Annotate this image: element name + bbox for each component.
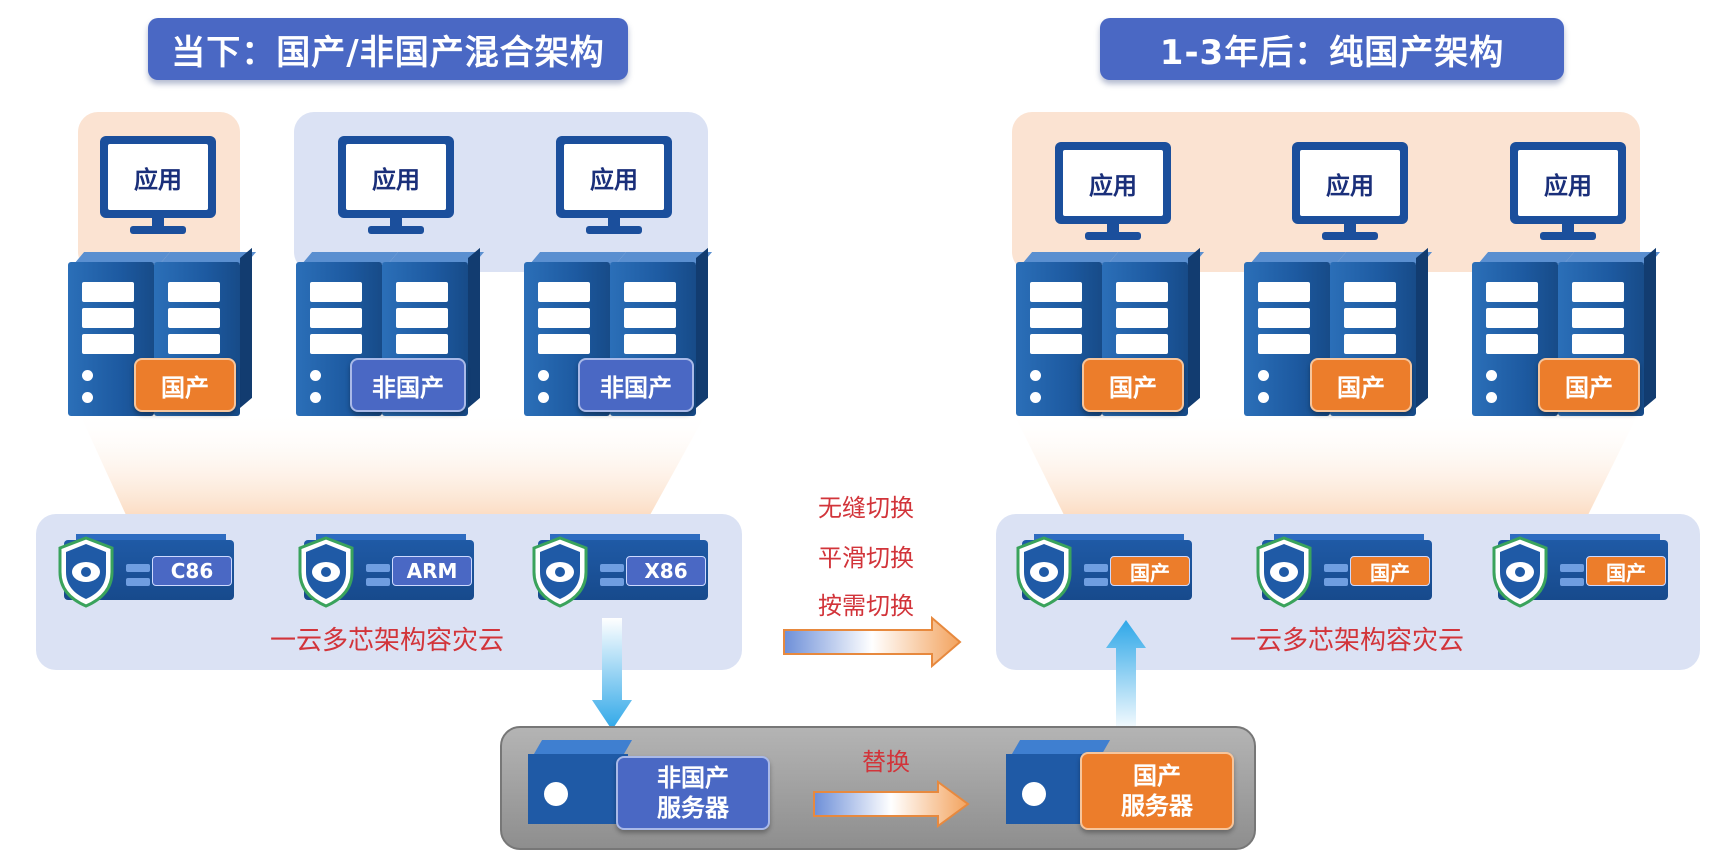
right-title-banner: 1-3年后：纯国产架构 xyxy=(1100,18,1564,80)
monitor-icon: 应用 xyxy=(1055,142,1171,242)
domestic-badge: 国产 xyxy=(134,358,236,412)
replace-arrow-icon xyxy=(813,780,970,828)
app-label: 应用 xyxy=(346,144,446,210)
monitor-icon: 应用 xyxy=(100,136,216,236)
app-label: 应用 xyxy=(1300,150,1400,216)
old-server-icon xyxy=(528,740,633,830)
domestic-badge: 国产 xyxy=(1082,358,1184,412)
replace-label: 替换 xyxy=(862,748,910,776)
left-cone-gradient xyxy=(78,410,708,515)
appliance-chip: 国产 xyxy=(1110,556,1190,586)
switch-label-seamless: 无缝切换 xyxy=(818,494,914,522)
appliance-chip: 国产 xyxy=(1350,556,1430,586)
cloud-shield-icon xyxy=(1256,536,1312,608)
cloud-shield-icon xyxy=(532,536,588,608)
cloud-appliance: X86 xyxy=(530,534,710,608)
cloud-appliance: ARM xyxy=(296,534,476,608)
left-title-banner: 当下：国产/非国产混合架构 xyxy=(148,18,628,80)
non-domestic-badge: 非国产 xyxy=(350,358,466,412)
domestic-badge: 国产 xyxy=(1538,358,1640,412)
cloud-shield-icon xyxy=(1016,536,1072,608)
arrow-down-icon xyxy=(592,618,632,730)
monitor-icon: 应用 xyxy=(556,136,672,236)
cloud-shield-icon xyxy=(298,536,354,608)
switch-label-smooth: 平滑切换 xyxy=(818,544,914,572)
switch-label-ondemand: 按需切换 xyxy=(818,592,914,620)
app-label: 应用 xyxy=(1518,150,1618,216)
app-label: 应用 xyxy=(108,144,208,210)
monitor-icon: 应用 xyxy=(1510,142,1626,242)
cloud-appliance: C86 xyxy=(56,534,236,608)
monitor-icon: 应用 xyxy=(1292,142,1408,242)
new-server-line2: 服务器 xyxy=(1121,792,1193,820)
domestic-badge: 国产 xyxy=(1310,358,1412,412)
server-tower-icon xyxy=(296,247,485,416)
old-server-line2: 服务器 xyxy=(657,794,729,822)
right-cloud-label: 一云多芯架构容灾云 xyxy=(1230,626,1465,656)
cloud-appliance: 国产 xyxy=(1254,534,1434,608)
app-label: 应用 xyxy=(1063,150,1163,216)
cloud-appliance: 国产 xyxy=(1490,534,1670,608)
appliance-chip: X86 xyxy=(626,556,706,586)
old-server-line1: 非国产 xyxy=(657,764,729,792)
new-server-badge: 国产 服务器 xyxy=(1080,752,1234,830)
non-domestic-badge: 非国产 xyxy=(578,358,694,412)
arrow-up-icon xyxy=(1106,620,1146,734)
appliance-chip: C86 xyxy=(152,556,232,586)
right-cone-gradient xyxy=(1012,410,1640,515)
old-server-badge: 非国产 服务器 xyxy=(616,756,770,830)
server-tower-icon xyxy=(68,247,257,416)
left-title: 当下：国产/非国产混合架构 xyxy=(171,32,605,73)
right-title: 1-3年后：纯国产架构 xyxy=(1159,32,1505,73)
appliance-chip: ARM xyxy=(392,556,472,586)
arrow-right-icon xyxy=(783,616,962,668)
app-label: 应用 xyxy=(564,144,664,210)
new-server-line1: 国产 xyxy=(1133,762,1181,790)
cloud-appliance: 国产 xyxy=(1014,534,1194,608)
monitor-icon: 应用 xyxy=(338,136,454,236)
left-cloud-label: 一云多芯架构容灾云 xyxy=(270,626,505,656)
cloud-shield-icon xyxy=(1492,536,1548,608)
server-tower-icon xyxy=(1244,247,1433,416)
cloud-shield-icon xyxy=(58,536,114,608)
appliance-chip: 国产 xyxy=(1586,556,1666,586)
